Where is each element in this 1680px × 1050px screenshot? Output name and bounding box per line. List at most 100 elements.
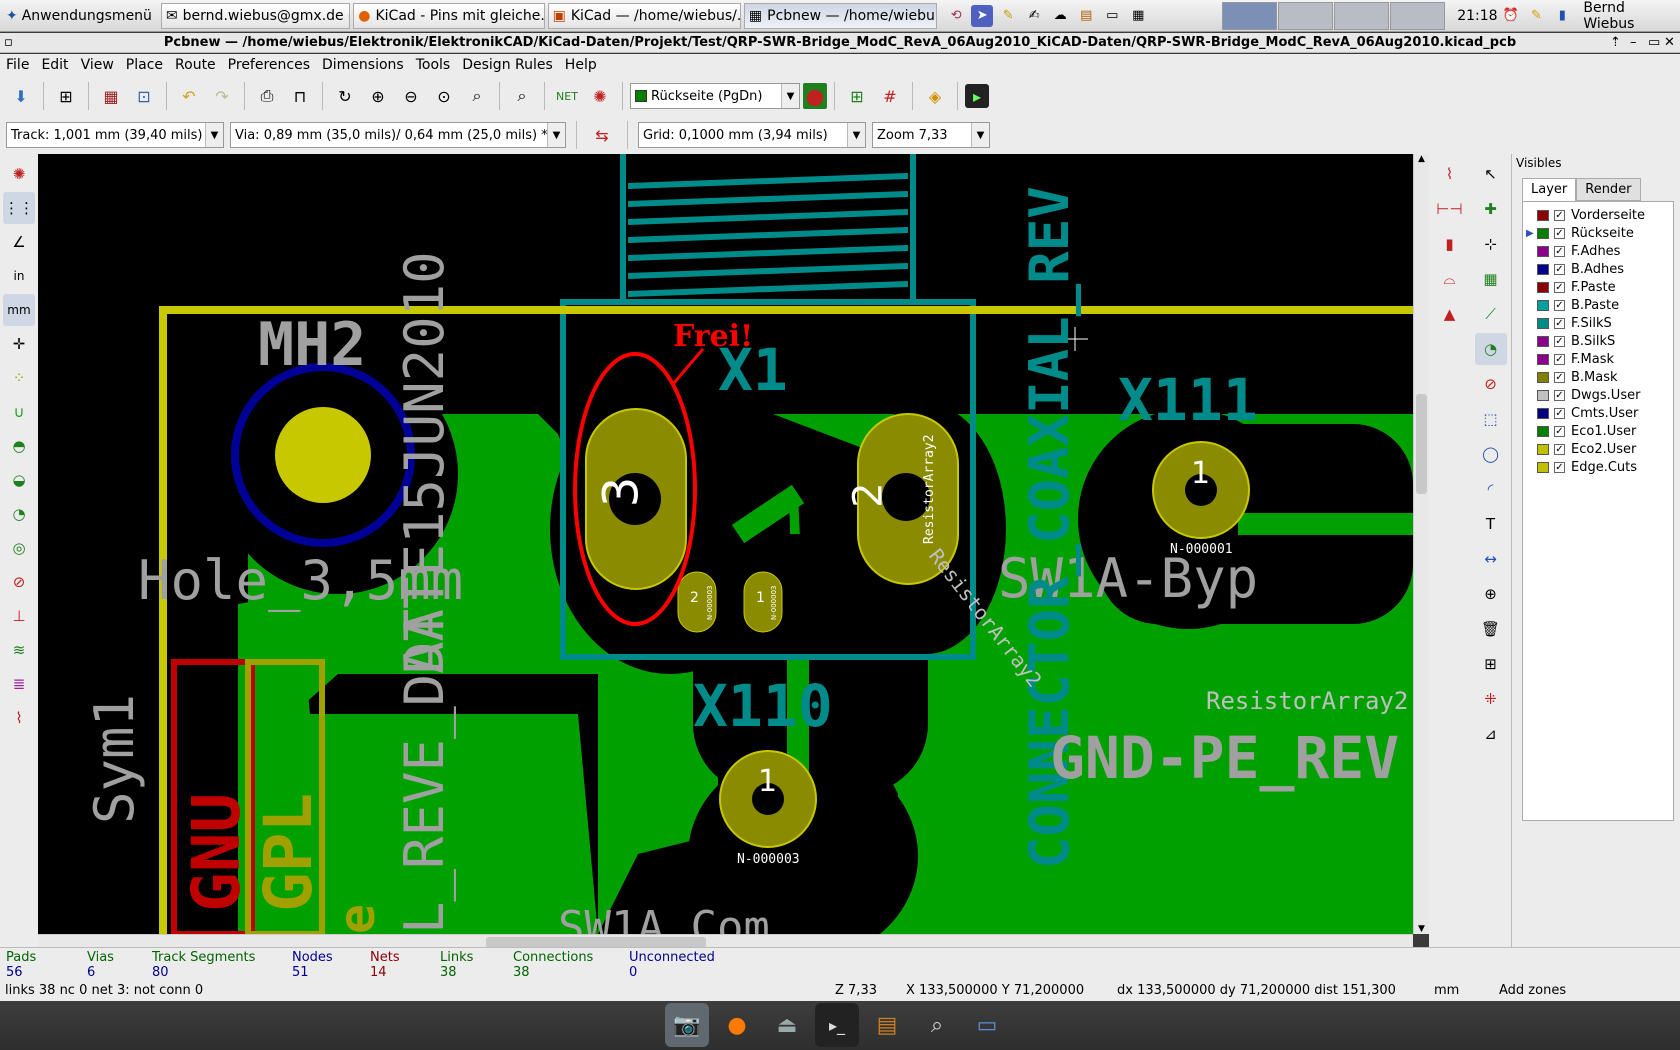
- mode-track-icon[interactable]: #: [883, 86, 897, 106]
- redo-icon[interactable]: ↷: [215, 86, 229, 106]
- layer-color-swatch[interactable]: [1537, 371, 1549, 383]
- drc-icon[interactable]: ✺: [593, 86, 607, 106]
- tracks-sketch-icon[interactable]: ⊥: [12, 607, 26, 625]
- scroll-thumb[interactable]: [486, 937, 706, 948]
- zoom-area-icon[interactable]: ⌕: [472, 86, 482, 105]
- user-name[interactable]: Bernd Wiebus: [1583, 0, 1635, 32]
- layer-color-swatch[interactable]: [1537, 461, 1549, 473]
- layer-color-swatch[interactable]: [1537, 353, 1549, 365]
- cursor-shape-icon[interactable]: ✛: [12, 335, 26, 353]
- menu-help[interactable]: Help: [564, 57, 597, 73]
- layer-visibility-checkbox[interactable]: ✓: [1554, 461, 1565, 473]
- layer-row[interactable]: ✓F.Paste: [1523, 278, 1673, 296]
- autoroute-icon[interactable]: ◈: [928, 86, 942, 106]
- layer-color-swatch[interactable]: [1537, 425, 1549, 437]
- layer-color-swatch[interactable]: [1537, 209, 1549, 221]
- module-editor-icon[interactable]: ▦: [103, 86, 119, 106]
- units-inch-icon[interactable]: in: [13, 269, 25, 283]
- search-icon[interactable]: ⌕: [930, 1012, 944, 1038]
- layer-visibility-checkbox[interactable]: ✓: [1554, 371, 1565, 383]
- tab-layer[interactable]: Layer: [1522, 178, 1577, 201]
- sticky-note-icon[interactable]: ✎: [1531, 8, 1542, 23]
- shade-icon[interactable]: ⇡: [1610, 35, 1621, 50]
- zoom-fit-icon[interactable]: ⊙: [437, 86, 451, 106]
- layer-visibility-checkbox[interactable]: ✓: [1554, 335, 1565, 347]
- camera-icon[interactable]: 📷: [665, 1003, 709, 1047]
- measure-icon[interactable]: ⊿: [1484, 725, 1497, 743]
- task-mail[interactable]: ✉bernd.wiebus@gmx.de -...: [160, 2, 351, 29]
- sync-icon[interactable]: ⟲: [950, 8, 962, 23]
- menu-file[interactable]: File: [6, 57, 30, 73]
- layer-row[interactable]: ✓Cmts.User: [1523, 404, 1673, 422]
- print-icon[interactable]: ⎙: [260, 86, 274, 105]
- workspace-4[interactable]: [1390, 1, 1446, 30]
- microwave-gap-icon[interactable]: ⊢⊣: [1436, 200, 1463, 218]
- netlist-icon[interactable]: NET: [556, 89, 578, 103]
- layer-row[interactable]: ✓Eco2.User: [1523, 440, 1673, 458]
- menu-tools[interactable]: Tools: [415, 57, 451, 73]
- calculator-icon[interactable]: ▦: [1132, 8, 1145, 23]
- save-icon[interactable]: ⬇: [14, 86, 28, 106]
- layer-visibility-checkbox[interactable]: ✓: [1554, 245, 1565, 257]
- track-width-select[interactable]: Track: 1,001 mm (39,40 mils) ▼: [6, 122, 224, 148]
- menu-design-rules[interactable]: Design Rules: [462, 57, 553, 73]
- module-ratsnest-icon[interactable]: ∪: [13, 403, 25, 421]
- editor-icon[interactable]: ✍: [1028, 8, 1040, 23]
- layer-row[interactable]: ✓Vorderseite: [1523, 206, 1673, 224]
- layer-color-swatch[interactable]: [1537, 263, 1549, 275]
- layer-visibility-checkbox[interactable]: ✓: [1554, 425, 1565, 437]
- workspace-2[interactable]: [1278, 1, 1334, 30]
- layer-visibility-checkbox[interactable]: ✓: [1554, 407, 1565, 419]
- zoom-out-icon[interactable]: ⊖: [404, 86, 418, 106]
- folder-icon[interactable]: ▭: [976, 1012, 998, 1038]
- layer-row[interactable]: ✓F.Adhes: [1523, 242, 1673, 260]
- layer-color-swatch[interactable]: [1537, 281, 1549, 293]
- units-mm-icon[interactable]: mm: [3, 294, 35, 326]
- window-menu-icon[interactable]: ▫: [4, 35, 13, 50]
- layer-row[interactable]: ✓Edge.Cuts: [1523, 458, 1673, 476]
- layer-color-swatch[interactable]: [1537, 335, 1549, 347]
- microwave-tools-icon[interactable]: ⌇: [15, 709, 23, 727]
- microwave-polygon-icon[interactable]: ▲: [1443, 305, 1456, 323]
- drive-icon[interactable]: ⏏: [776, 1012, 798, 1038]
- highlight-net-icon[interactable]: ✚: [1484, 200, 1497, 218]
- pcb-canvas[interactable]: MH2 Hole_3,5mm DATE15JUN2010 L_REVE_DAT …: [38, 154, 1413, 934]
- zoom-select[interactable]: Zoom 7,33 ▼: [872, 122, 990, 148]
- layer-color-swatch[interactable]: [1537, 317, 1549, 329]
- add-text-icon[interactable]: T: [1485, 515, 1496, 533]
- layer-row[interactable]: ✓F.Mask: [1523, 350, 1673, 368]
- close-icon[interactable]: ✕: [1664, 35, 1675, 50]
- add-zone-icon[interactable]: ◔: [1474, 333, 1507, 365]
- workspace-3[interactable]: [1334, 1, 1390, 30]
- microwave-stub-icon[interactable]: ▮: [1445, 235, 1454, 253]
- workspace-1[interactable]: [1222, 1, 1278, 30]
- page-settings-icon[interactable]: ⊞: [59, 86, 73, 106]
- redraw-icon[interactable]: ↻: [338, 86, 352, 106]
- layer-visibility-checkbox[interactable]: ✓: [1554, 317, 1565, 329]
- add-module-icon[interactable]: ▦: [1483, 270, 1498, 288]
- menu-place[interactable]: Place: [125, 57, 164, 73]
- layer-select[interactable]: Rückseite (PgDn) ▼: [630, 83, 800, 109]
- network-icon[interactable]: ☁: [1053, 8, 1067, 23]
- add-track-icon[interactable]: ⟋: [1485, 305, 1496, 323]
- via-size-select[interactable]: Via: 0,89 mm (35,0 mils)/ 0,64 mm (25,0 …: [230, 122, 566, 148]
- layer-visibility-checkbox[interactable]: ✓: [1554, 209, 1565, 221]
- layer-color-swatch[interactable]: [1537, 245, 1549, 257]
- layer-visibility-checkbox[interactable]: ✓: [1554, 227, 1565, 239]
- layer-color-swatch[interactable]: [1537, 389, 1549, 401]
- firefox-icon[interactable]: ●: [727, 1012, 747, 1038]
- layer-pair-icon[interactable]: ⬤: [803, 83, 827, 109]
- alarm-icon[interactable]: ⏰: [1502, 8, 1519, 23]
- notes-icon[interactable]: ✎: [1002, 8, 1014, 23]
- layers-manager-icon[interactable]: ≣: [12, 675, 26, 693]
- task-kicad[interactable]: ▣KiCad — /home/wiebus/...: [547, 2, 741, 29]
- polar-coords-icon[interactable]: ∠: [12, 233, 26, 251]
- add-arc-icon[interactable]: ◜: [1487, 480, 1494, 498]
- menu-route[interactable]: Route: [175, 57, 216, 73]
- add-line-icon[interactable]: ⬚: [1483, 410, 1498, 428]
- terminal-icon[interactable]: ▸_: [815, 1003, 859, 1047]
- undo-icon[interactable]: ↶: [182, 86, 196, 106]
- layer-row[interactable]: ✓F.SilkS: [1523, 314, 1673, 332]
- maximize-icon[interactable]: ▭: [1648, 35, 1661, 50]
- task-pcbnew[interactable]: ▦Pcbnew — /home/wiebu...: [743, 2, 938, 29]
